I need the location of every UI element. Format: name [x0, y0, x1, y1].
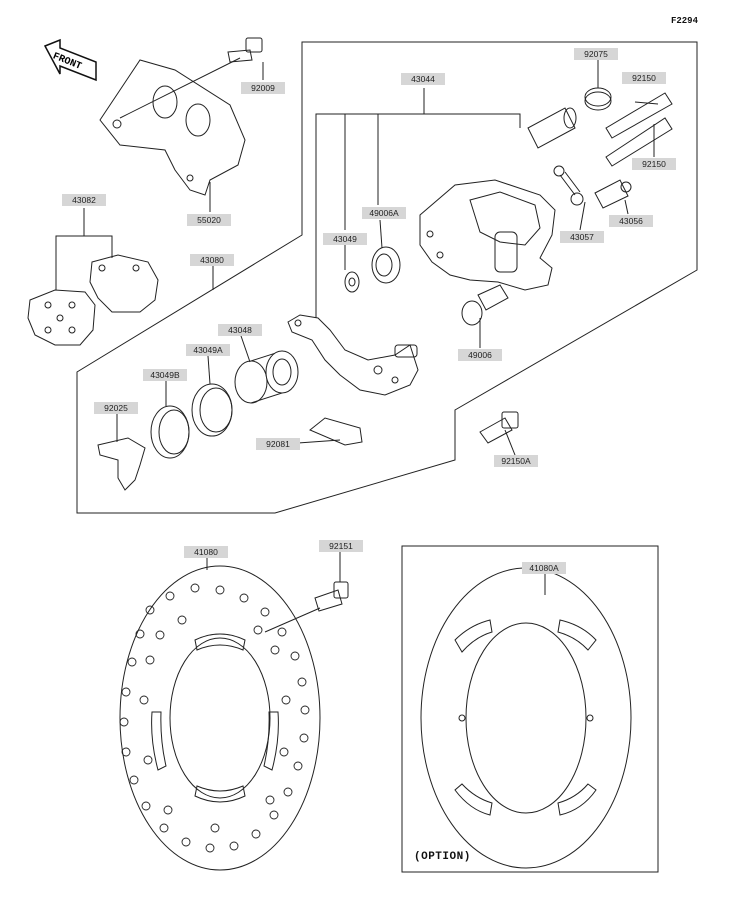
- part-label-55020[interactable]: 55020: [187, 214, 231, 226]
- part-label-43048[interactable]: 43048: [218, 324, 262, 336]
- brake-disc-drawing: [119, 565, 321, 871]
- part-label-43056[interactable]: 43056: [609, 215, 653, 227]
- bolt-92150A-drawing: [479, 411, 519, 444]
- support-bracket-drawing: [287, 314, 419, 396]
- spring-43057-drawing: [553, 165, 584, 206]
- part-label-43057[interactable]: 43057: [560, 231, 604, 243]
- piston-43048-drawing: [234, 350, 299, 404]
- seal-49006A-drawing: [371, 246, 401, 284]
- part-label-92150[interactable]: 92150: [622, 72, 666, 84]
- part-label-43082[interactable]: 43082: [62, 194, 106, 206]
- part-label-92025[interactable]: 92025: [94, 402, 138, 414]
- option-brake-disc-drawing: [420, 567, 632, 869]
- option-box-outline: [401, 545, 659, 873]
- part-label-43049B[interactable]: 43049B: [143, 369, 187, 381]
- part-label-43080[interactable]: 43080: [190, 254, 234, 266]
- seal-43049B-drawing: [150, 405, 190, 459]
- bolt-49006-drawing: [461, 284, 509, 326]
- caliper-assembly-outline: [76, 41, 698, 514]
- part-label-41080[interactable]: 41080: [184, 546, 228, 558]
- part-label-92075[interactable]: 92075: [574, 48, 618, 60]
- part-label-43044[interactable]: 43044: [401, 73, 445, 85]
- option-label: (OPTION): [414, 851, 471, 863]
- part-label-43049A[interactable]: 43049A: [186, 344, 230, 356]
- part-label-92151[interactable]: 92151: [319, 540, 363, 552]
- diagram-code: F2294: [670, 16, 698, 26]
- part-label-92150A[interactable]: 92150A: [494, 455, 538, 467]
- part-label-92081[interactable]: 92081: [256, 438, 300, 450]
- bolt-92009-drawing: [227, 37, 263, 63]
- seal-43049A-drawing: [191, 383, 233, 437]
- part-label-92009[interactable]: 92009: [241, 82, 285, 94]
- spring-92081-drawing: [309, 417, 363, 446]
- slide-pin-drawing: [527, 107, 577, 149]
- caliper-body-drawing: [419, 179, 556, 291]
- caliper-bracket-drawing: [99, 59, 246, 196]
- part-label-49006A[interactable]: 49006A: [362, 207, 406, 219]
- washer-43049-drawing: [344, 271, 360, 293]
- boot-92075-drawing: [584, 87, 612, 111]
- brake-pads-drawing: [27, 254, 159, 346]
- part-label-92150-lower[interactable]: 92150: [632, 158, 676, 170]
- part-label-41080A[interactable]: 41080A: [522, 562, 566, 574]
- pins-92150-drawing: [605, 92, 673, 167]
- bleeder-43056-drawing: [594, 179, 632, 209]
- part-label-43049[interactable]: 43049: [323, 233, 367, 245]
- front-arrow-icon: [43, 38, 97, 82]
- part-label-49006[interactable]: 49006: [458, 349, 502, 361]
- bolt-92151-drawing: [314, 581, 349, 612]
- clip-92025-drawing: [97, 437, 146, 491]
